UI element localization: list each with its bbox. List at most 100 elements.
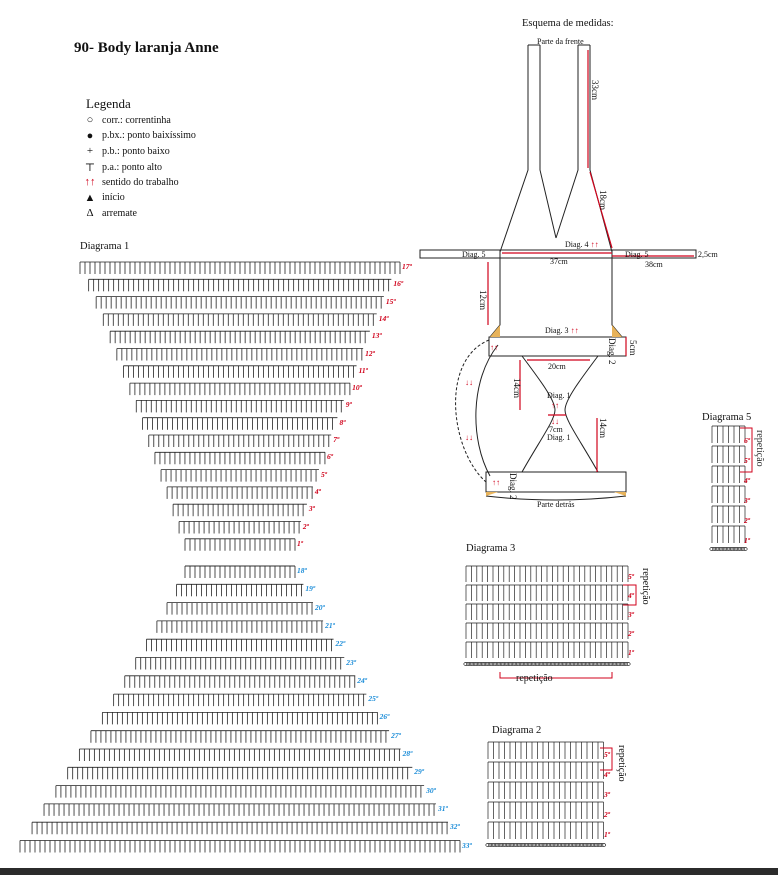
legend-item: + p.b.: ponto baixo [84, 145, 170, 157]
diagram3-repeat-bottom-label: repetição [516, 673, 553, 684]
diagram2-heading: Diagrama 2 [492, 725, 542, 736]
row-number: 8ª [339, 417, 346, 427]
schema-heading: Esquema de medidas: [522, 18, 614, 29]
row-number: 3ª [604, 790, 610, 799]
page-title: 90- Body laranja Anne [74, 40, 219, 56]
measure-33: 33cm [590, 80, 600, 100]
legend-item-label: p.bx.: ponto baixíssimo [102, 130, 196, 141]
legend-item: ⊤ p.a.: ponto alto [84, 161, 162, 174]
arrows-up-left: ↑↑ [490, 343, 498, 352]
row-number: 2ª [604, 810, 610, 819]
row-number: 13ª [371, 331, 382, 341]
legend-item-label: p.b.: ponto baixo [102, 145, 170, 157]
row-number: 6ª [744, 436, 750, 445]
diagram3-heading: Diagrama 3 [466, 543, 516, 554]
measure-7: 7cm [549, 425, 563, 434]
row-number: 14ª [378, 313, 389, 323]
diagram5-repeat-label: repetição [754, 430, 765, 467]
row-number: 5ª [744, 456, 750, 465]
row-number: 31ª [437, 803, 448, 813]
row-number: 11ª [358, 365, 368, 375]
legend-item-label: sentido do trabalho [102, 176, 179, 188]
row-number: 2ª [744, 516, 750, 525]
row-number: 24ª [357, 675, 367, 685]
row-number: 27ª [391, 730, 401, 740]
row-number: 9ª [345, 400, 352, 410]
legend-item: ● p.bx.: ponto baixíssimo [84, 130, 196, 142]
start-icon: ▲ [84, 191, 96, 204]
row-number: 2ª [302, 521, 309, 531]
row-number: 33ª [462, 840, 472, 850]
row-number: 4ª [604, 770, 610, 779]
row-number: 5ª [320, 469, 327, 479]
diag3-label: Diag. 3 ↑↑ [545, 326, 579, 335]
row-number: 19ª [305, 584, 315, 594]
front-label: Parte da frente [537, 37, 584, 46]
row-number: 22ª [335, 639, 346, 649]
row-number: 3ª [308, 504, 315, 514]
measure-2-5: 2,5cm [698, 250, 718, 259]
measure-18: 18cm [598, 190, 608, 210]
single-crochet-icon: + [86, 145, 94, 157]
diag1-upper-label: Diag. 1 [547, 391, 571, 400]
row-number: 18ª [297, 566, 307, 575]
diag2-upper-label: Diag. 2 [607, 338, 617, 365]
diag5-right-label: Diag. 5 [625, 250, 649, 259]
direction-arrows-icon: ↑↑ [84, 176, 96, 188]
row-number: 1ª [744, 536, 750, 545]
row-number: 16ª [393, 279, 403, 289]
row-number: 1ª [604, 830, 610, 839]
measure-5: 5cm [628, 340, 638, 356]
measure-14-right: 14cm [598, 418, 608, 438]
diag5-left-label: Diag. 5 [462, 250, 486, 259]
legend-item-label: corr.: correntinha [102, 114, 171, 126]
chain-icon: ○ [86, 114, 94, 126]
legend-heading: Legenda [86, 96, 131, 111]
finish-icon: Δ [86, 207, 94, 219]
row-number: 6ª [327, 452, 333, 462]
row-number: 5ª [604, 750, 610, 759]
diagram2-repeat-label: repetição [616, 745, 627, 782]
row-number: 23ª [346, 657, 356, 667]
row-number: 2ª [628, 629, 634, 638]
slip-stitch-icon: ● [86, 129, 94, 142]
diag2-lower-label: Diag. 2 [508, 473, 518, 500]
diagram5-heading: Diagrama 5 [702, 412, 752, 423]
arrows-up-lower: ↑↑ [492, 478, 500, 487]
arrows-up-center: ↑↑ [551, 401, 559, 410]
arrows-down-left: ↓↓ [465, 378, 473, 387]
arrows-down-lower: ↓↓ [465, 433, 473, 442]
row-number: 32ª [449, 822, 460, 832]
row-number: 17ª [402, 262, 412, 271]
diagram3-repeat-side-label: repetição [640, 568, 651, 605]
legend-item: ▲ início [84, 192, 125, 204]
row-number: 20ª [314, 602, 325, 612]
back-label: Parte detrás [537, 500, 575, 509]
page-bottom-bar [0, 868, 778, 875]
row-number: 4ª [744, 476, 750, 485]
arrows-down-center: ↓↓ [551, 417, 559, 426]
measure-37: 37cm [550, 257, 568, 266]
row-number: 1ª [297, 538, 303, 548]
legend-item: ○ corr.: correntinha [84, 114, 171, 126]
diag1-lower-label: Diag. 1 [547, 433, 571, 442]
row-number: 28ª [402, 749, 413, 758]
row-number: 4ª [628, 591, 634, 600]
row-number: 7ª [333, 435, 339, 444]
measure-14-left: 14cm [512, 378, 522, 398]
row-number: 26ª [379, 712, 390, 722]
legend-item-label: arremate [102, 207, 137, 219]
row-number: 25ª [368, 694, 378, 704]
row-number: 1ª [628, 648, 634, 657]
legend-item-label: início [102, 192, 125, 203]
row-number: 3ª [628, 610, 634, 619]
row-number: 30ª [426, 785, 436, 795]
measure-38: 38cm [645, 260, 663, 269]
diag4-label: Diag. 4 ↑↑ [565, 240, 599, 249]
legend-item-label: p.a.: ponto alto [102, 161, 162, 173]
row-number: 12ª [365, 348, 375, 358]
double-crochet-icon: ⊤ [84, 161, 96, 174]
row-number: 4ª [314, 486, 321, 496]
diagram1-heading: Diagrama 1 [80, 241, 130, 252]
